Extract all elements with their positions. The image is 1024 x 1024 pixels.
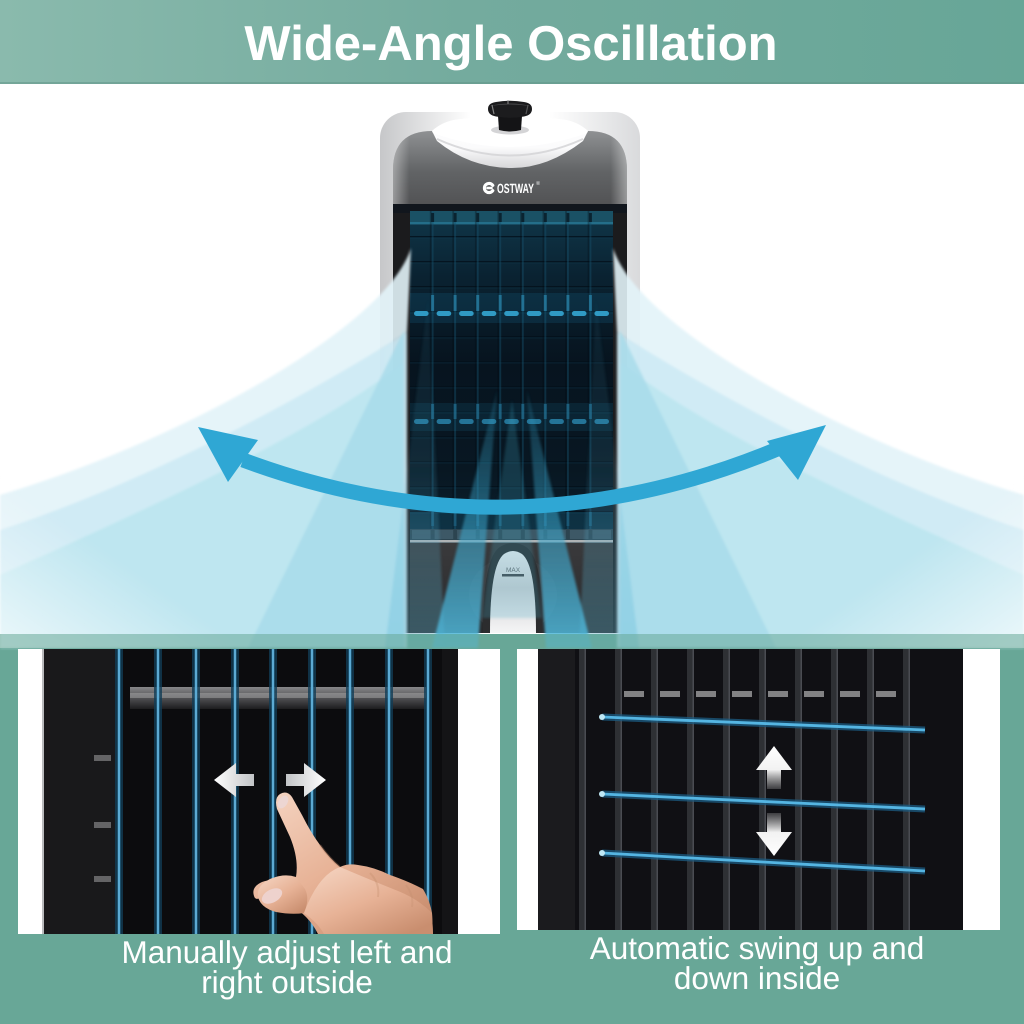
svg-text:Automatic swing up and: Automatic swing up and bbox=[590, 930, 924, 966]
svg-text:Wide-Angle Oscillation: Wide-Angle Oscillation bbox=[244, 17, 777, 71]
svg-text:Manually adjust left and: Manually adjust left and bbox=[122, 934, 453, 970]
svg-text:OSTWAY: OSTWAY bbox=[497, 181, 534, 196]
svg-text:right outside: right outside bbox=[201, 964, 373, 1000]
svg-text:down inside: down inside bbox=[674, 960, 840, 996]
svg-text:®: ® bbox=[536, 181, 540, 187]
